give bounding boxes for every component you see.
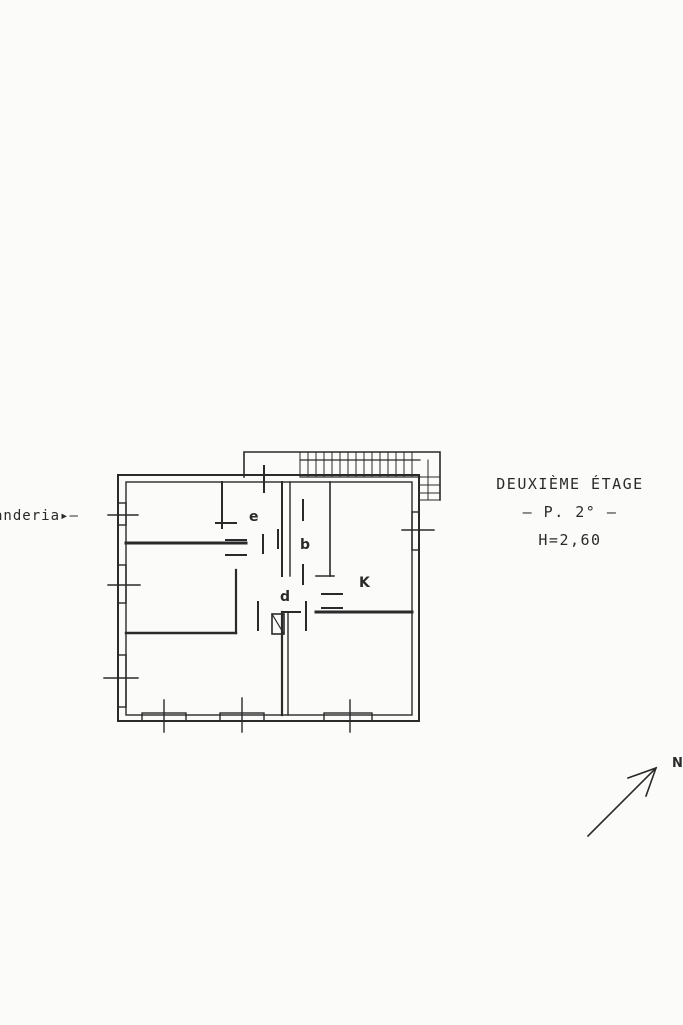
callout-text: anderia▸ (0, 508, 70, 524)
room-label-b: b (300, 537, 310, 553)
interior-walls (124, 481, 414, 717)
floor-level: – P. 2° – (522, 503, 618, 521)
room-label-e: e (249, 509, 259, 525)
north-label: N (672, 756, 683, 771)
floor-title-block: DEUXIÈME ÉTAGE – P. 2° – H=2,60 (470, 470, 670, 554)
outer-walls (117, 474, 420, 722)
door-markers (215, 465, 343, 631)
callout-leader: — (69, 508, 79, 524)
staircase (243, 451, 441, 501)
floor-title: DEUXIÈME ÉTAGE (496, 475, 644, 493)
north-arrow (586, 766, 658, 838)
windows (103, 502, 435, 733)
room-label-k: K (359, 575, 371, 591)
room-callout: anderia▸— (0, 508, 79, 524)
room-label-d: d (280, 589, 290, 605)
ceiling-height: H=2,60 (538, 531, 602, 549)
